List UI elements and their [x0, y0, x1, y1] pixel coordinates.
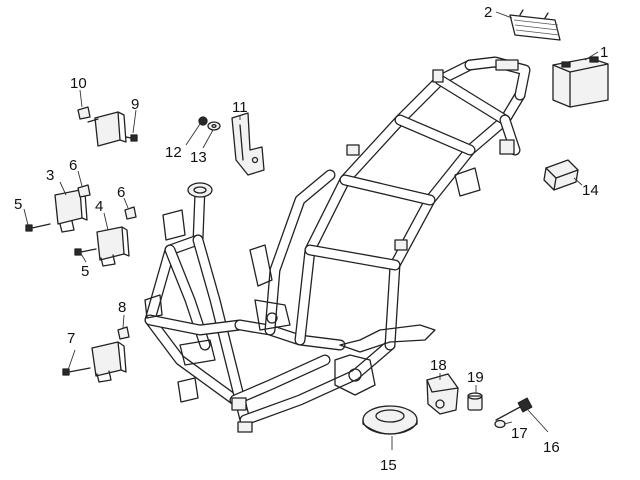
- label-screw-bracket: 9: [131, 96, 139, 113]
- steering-head-tube: [187, 182, 213, 246]
- connector-box[interactable]: [543, 159, 579, 191]
- part-labels: 1 2 3 4 5 5 6 6 7 8 9 10 11 12 13 14 15 …: [14, 4, 608, 474]
- label-relay-middle: 4: [95, 198, 103, 215]
- leader-lines: [23, 11, 599, 450]
- label-side-bracket: 11: [232, 99, 248, 116]
- label-stand-washer: 17: [511, 425, 528, 442]
- front-downtubes: [144, 234, 251, 426]
- relay-upper[interactable]: [54, 189, 88, 233]
- label-rubber-cap: 15: [380, 457, 397, 474]
- frame-brackets: [144, 59, 519, 433]
- stand-pin[interactable]: [467, 392, 483, 411]
- clip-relay-lower[interactable]: [117, 326, 130, 340]
- screw-lower-left[interactable]: [74, 248, 97, 256]
- battery-strap[interactable]: [509, 9, 561, 41]
- label-connector-box: 14: [582, 182, 599, 199]
- label-washer-side-bracket: 13: [190, 149, 207, 166]
- relay-middle[interactable]: [96, 226, 130, 267]
- label-screw-lower-left: 5: [81, 263, 89, 280]
- screw-upper-left[interactable]: [25, 223, 51, 232]
- stand-bracket[interactable]: [426, 373, 459, 415]
- relay-lower[interactable]: [91, 341, 127, 383]
- label-clip-relay-lower: 8: [118, 299, 126, 316]
- floor-tubes: [229, 319, 396, 426]
- battery[interactable]: [552, 56, 609, 108]
- clip-bracket[interactable]: [77, 106, 91, 120]
- side-bracket[interactable]: [231, 112, 265, 176]
- clip-relay-middle[interactable]: [124, 206, 137, 220]
- upper-bracket[interactable]: [87, 111, 127, 147]
- label-clip-relay-middle: 6: [117, 184, 125, 201]
- label-stand-bolt: 16: [543, 439, 560, 456]
- bolt-side-bracket[interactable]: [198, 116, 208, 126]
- label-relay-upper: 3: [46, 167, 54, 184]
- rubber-cap[interactable]: [362, 405, 418, 435]
- label-screw-upper-left: 5: [14, 196, 22, 213]
- label-clip-relay-upper: 6: [69, 157, 77, 174]
- engine-mount: [249, 244, 436, 396]
- screw-bracket[interactable]: [125, 134, 138, 142]
- cross-members: [304, 74, 511, 271]
- stand-washer[interactable]: [494, 419, 506, 429]
- screw-relay-lower[interactable]: [62, 367, 91, 376]
- stand-bolt[interactable]: [495, 397, 533, 421]
- clip-relay-upper[interactable]: [77, 184, 91, 198]
- scooter-frame: [144, 56, 531, 433]
- label-clip-bracket: 10: [70, 75, 87, 92]
- washer-side-bracket[interactable]: [207, 121, 221, 131]
- label-stand-pin: 19: [467, 369, 484, 386]
- label-screw-relay-lower: 7: [67, 330, 75, 347]
- label-bolt-side-bracket: 12: [165, 144, 182, 161]
- label-stand-bracket: 18: [430, 357, 447, 374]
- label-battery-strap: 2: [484, 4, 492, 21]
- label-battery: 1: [600, 44, 608, 61]
